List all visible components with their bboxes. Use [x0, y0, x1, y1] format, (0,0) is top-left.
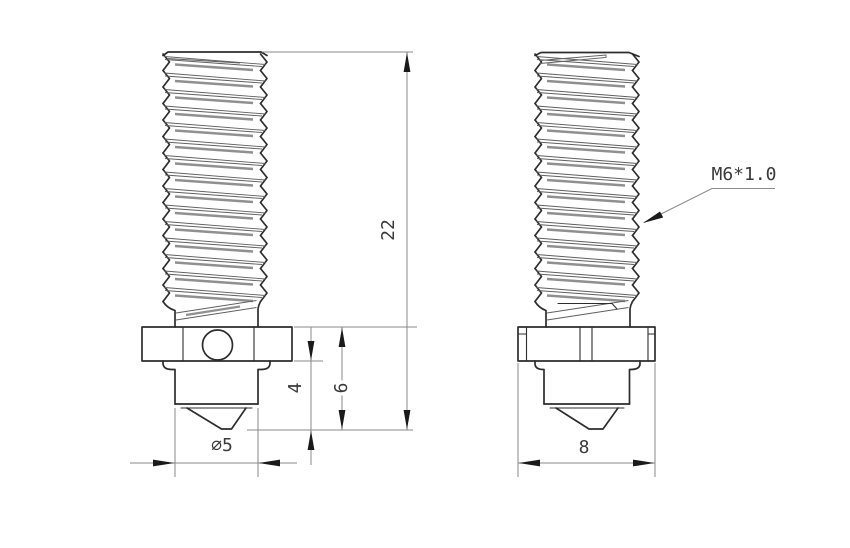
front-view [141, 51, 293, 430]
dim-label-lower-section-height: 6 [331, 380, 352, 396]
thread-spec-label: M6*1.0 [711, 164, 777, 185]
leader-arrowhead [643, 211, 664, 223]
dim-label-tip-diameter: ⌀5 [211, 435, 233, 456]
thread-leader-line [643, 188, 775, 223]
dim-label-hex-width: 8 [578, 437, 590, 458]
front-nozzle-body [162, 360, 271, 430]
dimension-arrows [153, 52, 664, 467]
side-nozzle-body [534, 360, 641, 430]
dim-label-tip-section-height: 4 [285, 382, 306, 394]
front-hex-flange [141, 326, 293, 362]
dimension-lines [130, 51, 775, 477]
side-thread [534, 51, 640, 328]
front-nozzle-tip [186, 407, 247, 430]
front-thread [162, 51, 268, 328]
dim-label-overall-length: 22 [378, 219, 399, 241]
side-hex-flange [517, 326, 656, 362]
front-flange-dimple [201, 329, 234, 361]
side-view [517, 51, 656, 430]
side-flange-outline [517, 326, 656, 362]
front-flange-outline [141, 326, 293, 362]
side-nozzle-tip [555, 407, 619, 430]
